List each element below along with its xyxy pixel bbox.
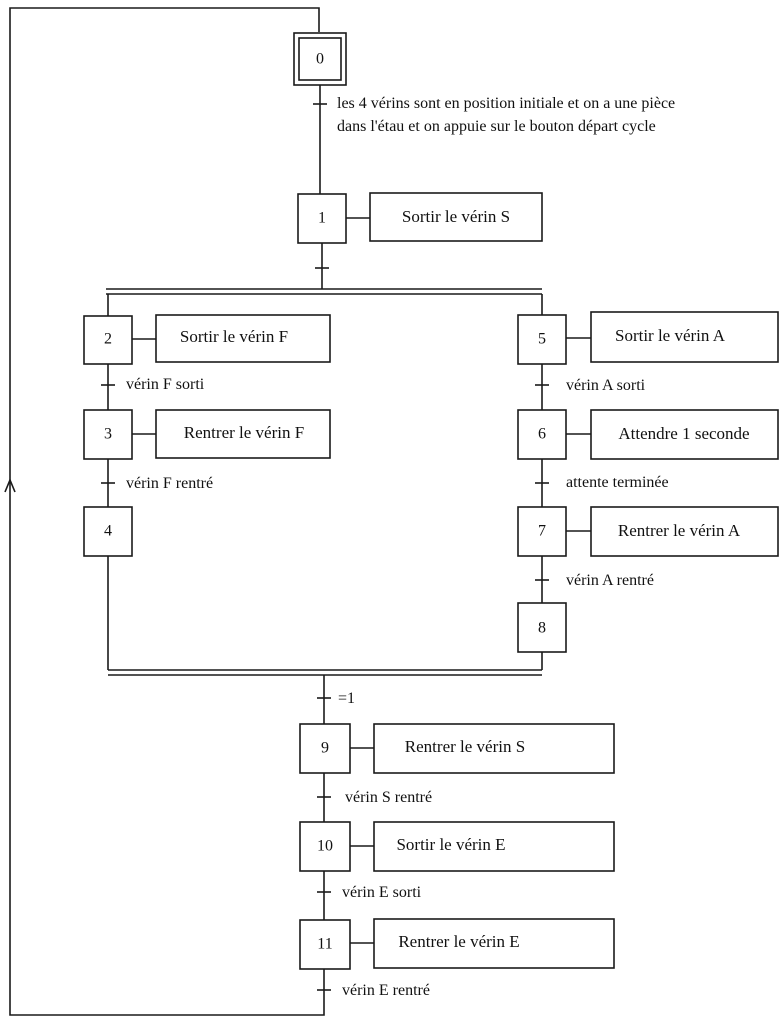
transition-0: les 4 vérins sont en position initiale e… (313, 95, 675, 135)
transition-10: vérin E sorti (317, 884, 422, 901)
step-10-number: 10 (317, 838, 333, 855)
and-divergence (106, 288, 542, 295)
transition-5-label: vérin A sorti (566, 377, 646, 394)
step-2: 2 Sortir le vérin F (83, 314, 331, 365)
step-1-number: 1 (318, 210, 326, 227)
transition-sync: =1 (317, 690, 355, 707)
step-6: 6 Attendre 1 seconde (517, 409, 779, 460)
step-9: 9 Rentrer le vérin S (299, 723, 615, 774)
action-10: Sortir le vérin E (396, 835, 505, 854)
step-8-number: 8 (538, 620, 546, 637)
step-8: 8 (517, 602, 567, 653)
transition-2-label: vérin F sorti (126, 376, 205, 393)
step-7: 7 Rentrer le vérin A (517, 506, 779, 557)
return-loop (4, 7, 325, 1016)
step-10: 10 Sortir le vérin E (299, 821, 615, 872)
step-9-number: 9 (321, 740, 329, 757)
step-5-number: 5 (538, 331, 546, 348)
transition-11: vérin E rentré (317, 982, 430, 999)
step-0-number: 0 (316, 51, 324, 68)
step-0: 0 (293, 32, 347, 86)
step-11: 11 Rentrer le vérin E (299, 918, 615, 970)
step-11-number: 11 (317, 936, 332, 953)
transition-7-label: vérin A rentré (566, 572, 654, 589)
transition-7: vérin A rentré (535, 572, 654, 589)
action-1: Sortir le vérin S (402, 207, 510, 226)
transition-0-label-1: les 4 vérins sont en position initiale e… (337, 95, 675, 112)
step-3: 3 Rentrer le vérin F (83, 409, 331, 460)
transition-11-label: vérin E rentré (342, 982, 430, 999)
step-3-number: 3 (104, 426, 112, 443)
transition-6-label: attente terminée (566, 474, 669, 491)
transition-3-label: vérin F rentré (126, 475, 213, 492)
transition-sync-label: =1 (338, 690, 355, 707)
action-6: Attendre 1 seconde (618, 424, 749, 443)
transition-0-label-2: dans l'étau et on appuie sur le bouton d… (337, 118, 656, 135)
step-7-number: 7 (538, 523, 546, 540)
step-6-number: 6 (538, 426, 546, 443)
transition-6: attente terminée (535, 474, 669, 491)
step-4: 4 (83, 506, 133, 557)
transition-5: vérin A sorti (535, 377, 646, 394)
transition-3: vérin F rentré (101, 475, 213, 492)
action-9: Rentrer le vérin S (405, 737, 525, 756)
transition-9-label: vérin S rentré (345, 789, 432, 806)
step-5: 5 Sortir le vérin A (517, 311, 779, 365)
and-convergence (108, 669, 542, 676)
action-7: Rentrer le vérin A (618, 521, 741, 540)
action-5: Sortir le vérin A (615, 326, 726, 345)
action-3: Rentrer le vérin F (184, 423, 304, 442)
transition-10-label: vérin E sorti (342, 884, 422, 901)
step-1: 1 Sortir le vérin S (297, 192, 543, 244)
action-11: Rentrer le vérin E (398, 932, 519, 951)
step-2-number: 2 (104, 331, 112, 348)
transition-2: vérin F sorti (101, 376, 205, 393)
action-2: Sortir le vérin F (180, 327, 288, 346)
transition-9: vérin S rentré (317, 789, 432, 806)
step-4-number: 4 (104, 523, 112, 540)
